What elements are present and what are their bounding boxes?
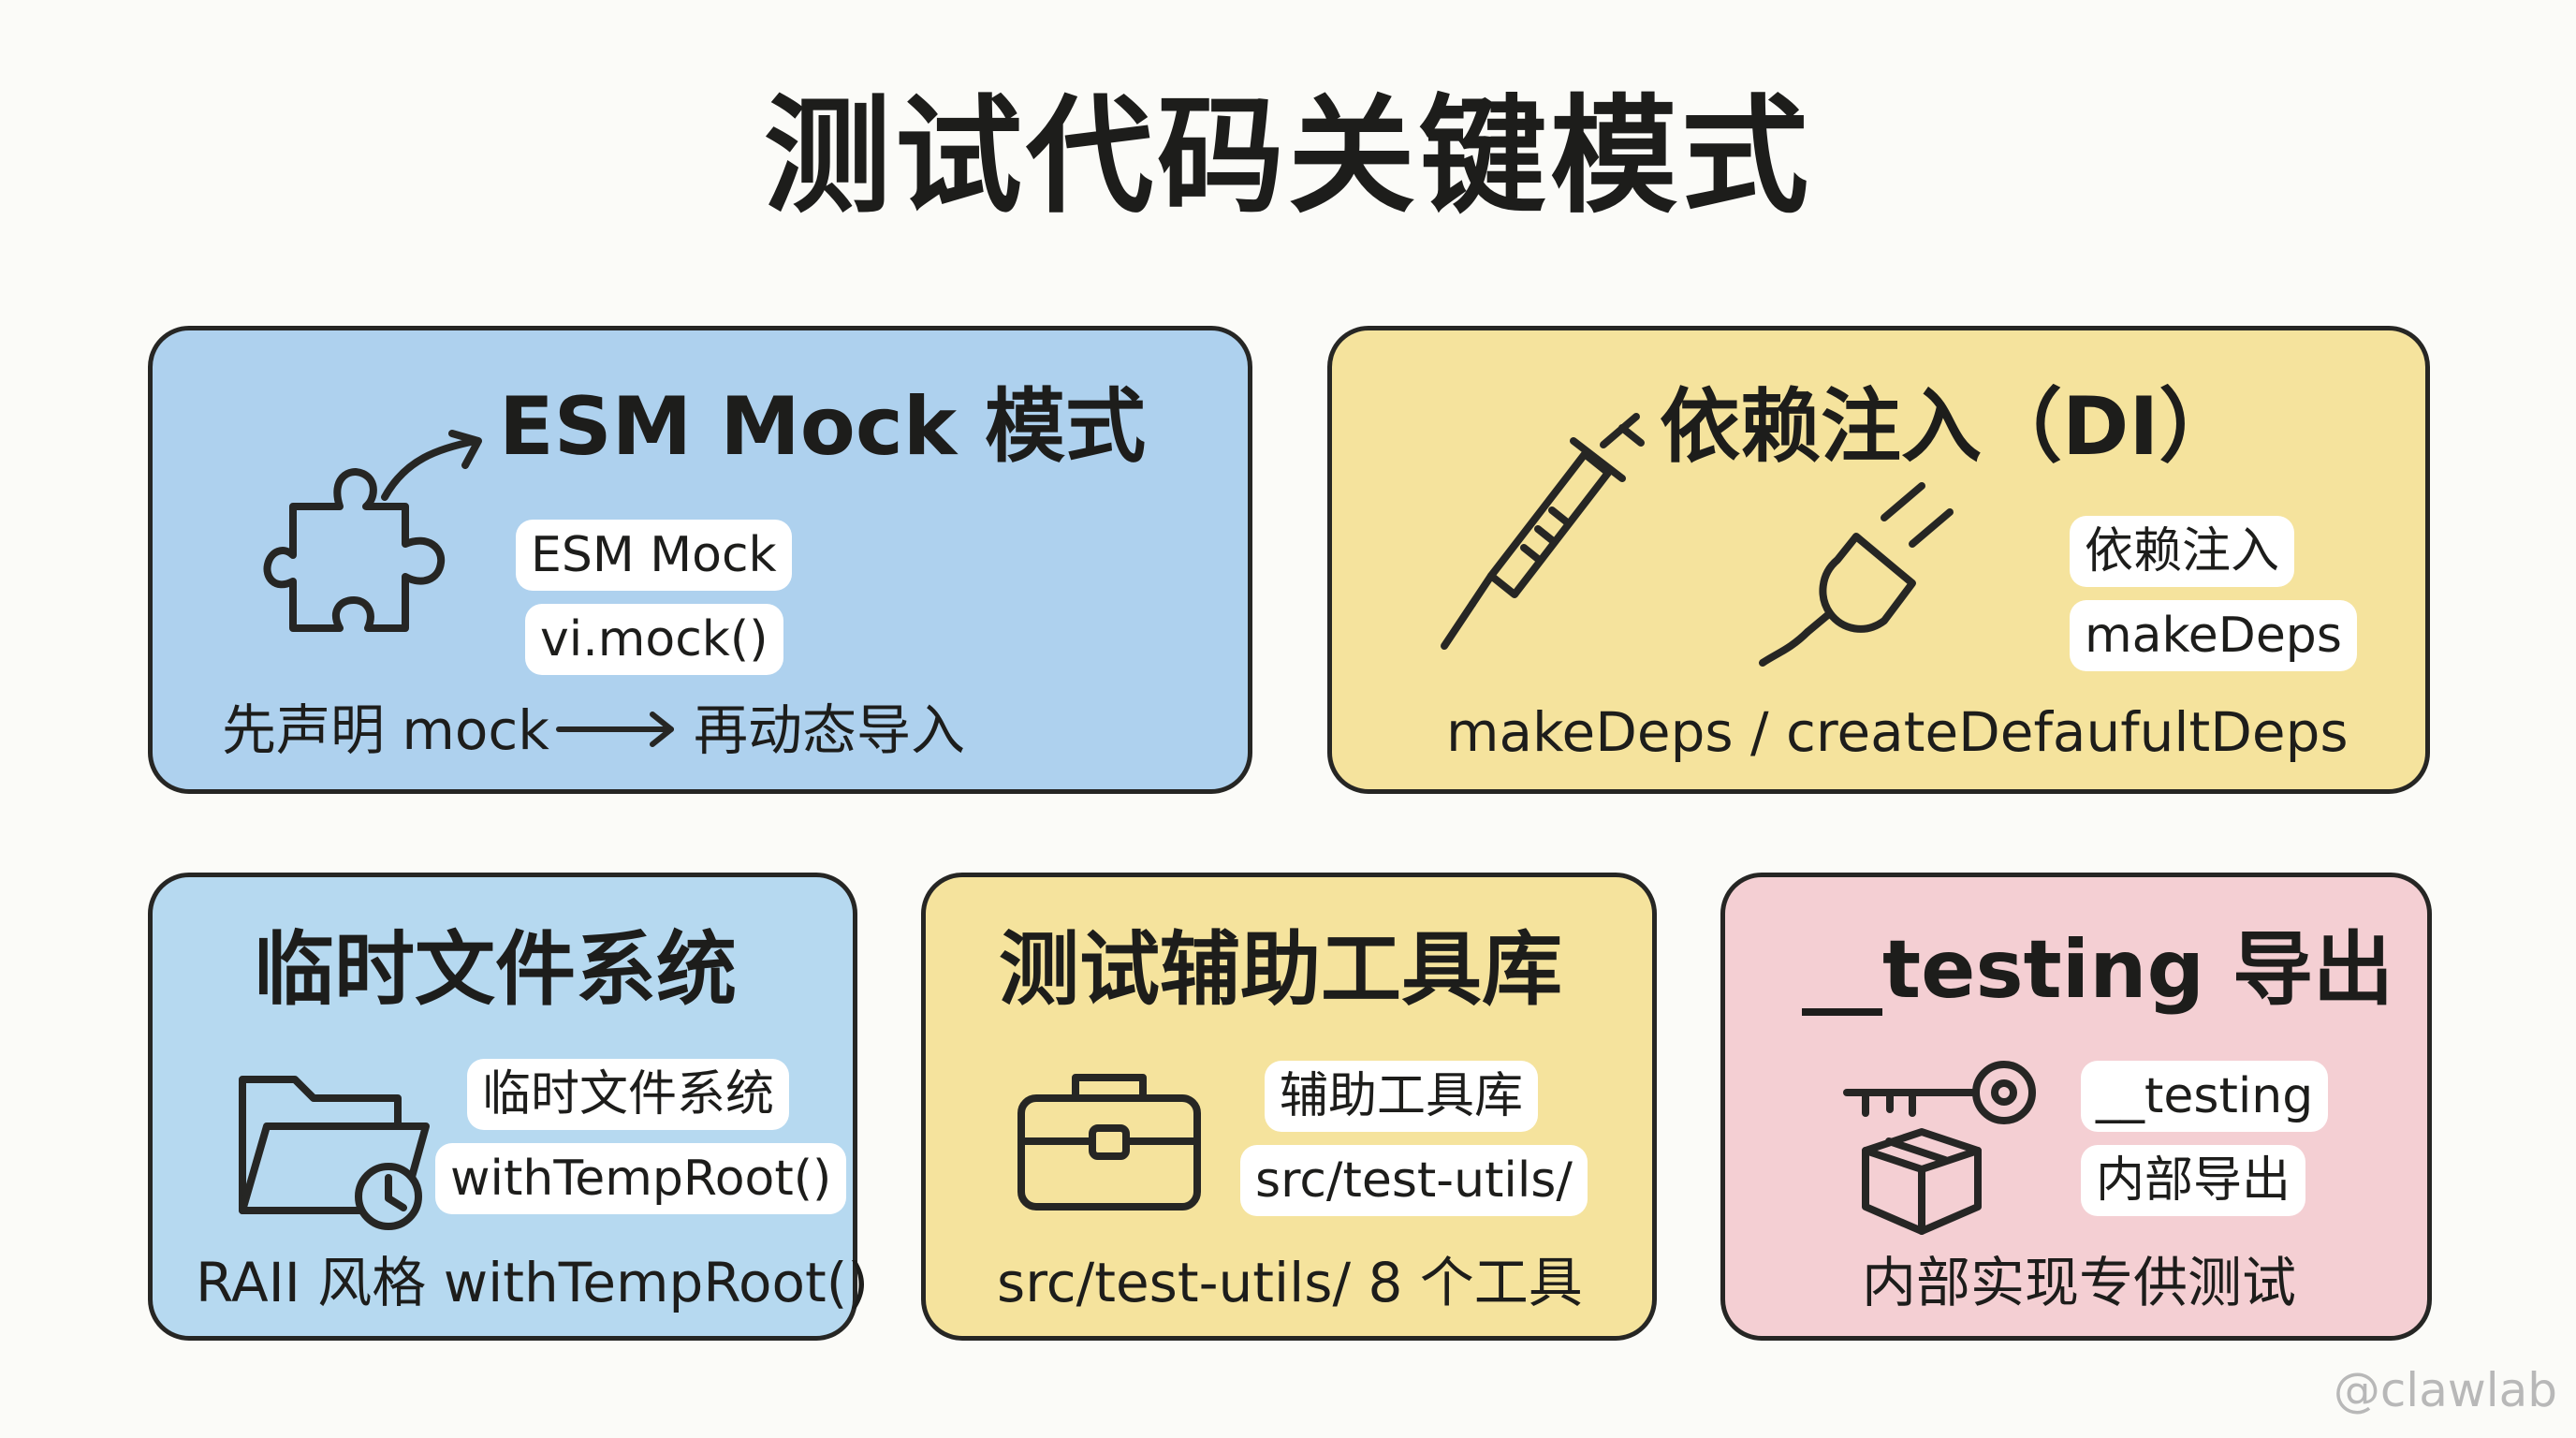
caption-left: 先声明 mock [222,698,549,762]
tag-temp-fs: 临时文件系统 [467,1059,790,1130]
card-esm-mock: ESM Mock 模式 ESM Mock vi.mock() 先声明 mock … [148,326,1252,794]
tag-internal-export: 内部导出 [2081,1145,2306,1216]
card-title: __testing 导出 [1802,923,2393,1017]
tag-di: 依赖注入 [2070,516,2295,587]
card-test-utils: 测试辅助工具库 辅助工具库 src/test-utils/ src/test-u… [921,873,1657,1341]
caption: makeDeps / createDefaufultDeps [1446,700,2349,764]
card-temp-filesystem: 临时文件系统 临时文件系统 withTempRoot() RAII 风格 wit… [148,873,869,1341]
folder-clock-icon [239,1076,430,1230]
caption: 内部实现专供测试 [1862,1251,2297,1314]
tag-testing: __testing [2081,1061,2329,1132]
caption-right: 再动态导入 [694,698,966,762]
card-dependency-injection: 依赖注入（DI） 依赖注入 makeDeps makeDeps / create… [1327,326,2430,794]
toolbox-icon [1017,1074,1201,1211]
card-title: 依赖注入（DI） [1660,380,2240,474]
card-title: ESM Mock 模式 [499,380,1146,474]
tag-makedeps: makeDeps [2070,600,2357,671]
tag-with-temp-root: withTempRoot() [435,1143,847,1214]
card-title: 临时文件系统 [254,923,737,1017]
puzzle-piece-icon [263,430,482,632]
page-title: 测试代码关键模式 [764,83,1812,231]
tag-vi-mock: vi.mock() [525,604,783,675]
key-box-icon [1843,1061,2036,1235]
caption: src/test-utils/ 8 个工具 [997,1251,1583,1314]
tag-helper-lib: 辅助工具库 [1265,1061,1539,1132]
card-title: 测试辅助工具库 [999,923,1562,1017]
tag-src-test-utils: src/test-utils/ [1240,1145,1588,1216]
syringe-icon [1441,413,1645,650]
caption: RAII 风格 withTempRoot() [196,1251,869,1314]
tag-esm-mock: ESM Mock [516,520,792,591]
watermark: @clawlab [2333,1363,2557,1417]
card-testing-export: __testing 导出 __testing 内部导出 内部实现专供测试 [1720,873,2432,1341]
plug-icon [1759,482,1954,667]
long-arrow-right-icon [556,712,674,747]
